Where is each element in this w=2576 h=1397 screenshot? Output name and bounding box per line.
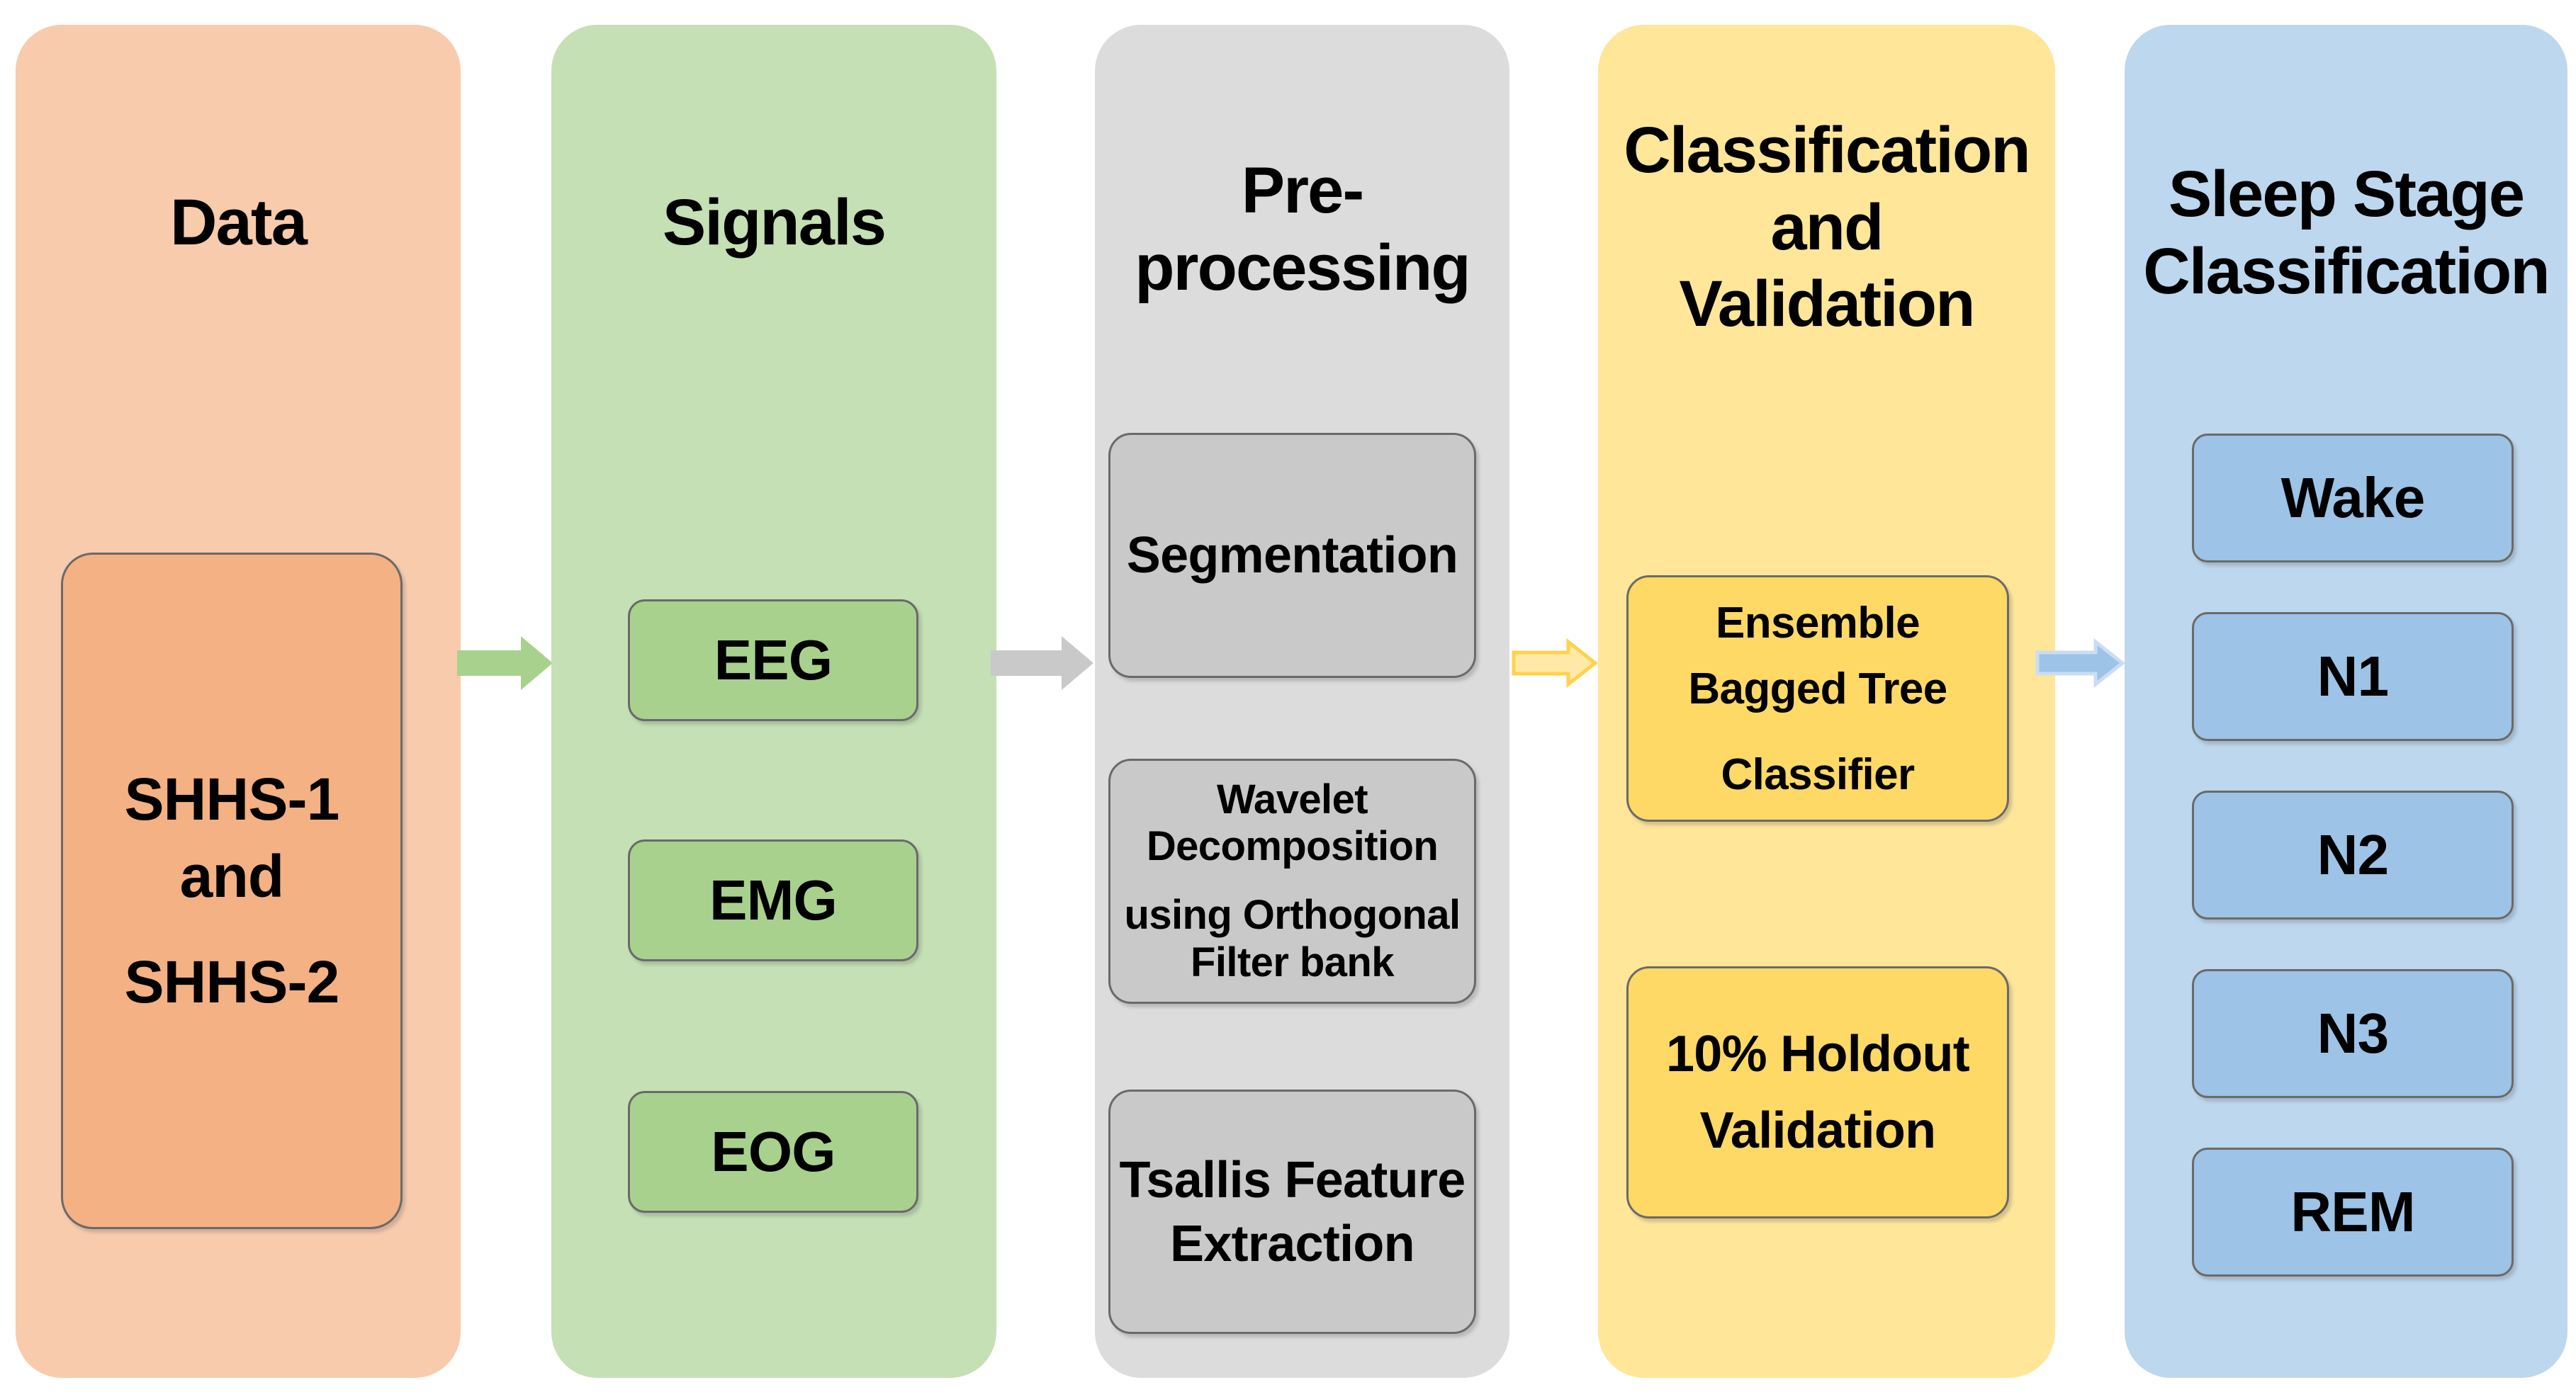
box-n2: N2 xyxy=(2192,791,2514,920)
stage-panel-signals: Signals EEG EMG EOG xyxy=(551,25,996,1378)
shhs-text-line2: SHHS-2 xyxy=(124,949,339,1016)
stage-title-sleep-stages: Sleep Stage Classification xyxy=(2143,158,2550,307)
box-eeg: EEG xyxy=(628,599,918,721)
stage-title-data: Data xyxy=(169,186,308,259)
stage-title-preprocessing: Pre- processing xyxy=(1135,154,1470,304)
n2-label: N2 xyxy=(2317,823,2389,886)
box-holdout-validation: 10% Holdout Validation xyxy=(1626,966,2009,1218)
stage-title-signals: Signals xyxy=(662,186,887,259)
ensemble-label-line1: Ensemble Bagged Tree xyxy=(1688,598,1947,713)
box-rem: REM xyxy=(2192,1148,2514,1277)
shhs-text-line1: SHHS-1 and xyxy=(124,765,339,910)
box-eog: EOG xyxy=(628,1091,918,1213)
stage-panel-sleep-stages: Sleep Stage Classification Wake N1 N2 N3… xyxy=(2125,25,2567,1378)
rem-label: REM xyxy=(2290,1180,2415,1243)
wavelet-label-line1: Wavelet Decomposition xyxy=(1146,776,1439,870)
tsallis-label: Tsallis Feature Extraction xyxy=(1119,1151,1466,1272)
box-wavelet-decomposition: Wavelet Decomposition using Orthogonal F… xyxy=(1108,759,1476,1004)
box-n1: N1 xyxy=(2192,612,2514,741)
box-n3: N3 xyxy=(2192,969,2514,1098)
eog-label: EOG xyxy=(711,1120,836,1183)
eeg-label: EEG xyxy=(714,628,833,691)
arrow-data-to-signals xyxy=(457,636,553,690)
box-ensemble-bagged-tree: Ensemble Bagged Tree Classifier xyxy=(1626,575,2009,822)
box-shhs-datasets: SHHS-1 and SHHS-2 xyxy=(61,553,403,1229)
holdout-label: 10% Holdout Validation xyxy=(1665,1026,1970,1159)
arrow-signals-to-preprocessing xyxy=(991,636,1093,690)
arrow-preprocessing-to-classification xyxy=(1512,638,1599,689)
segmentation-label: Segmentation xyxy=(1126,527,1458,584)
wavelet-label-line2: using Orthogonal Filter bank xyxy=(1124,892,1461,985)
stage-panel-preprocessing: Pre- processing Segmentation Wavelet Dec… xyxy=(1095,25,1509,1378)
ensemble-label-line2: Classifier xyxy=(1721,750,1916,799)
emg-label: EMG xyxy=(709,869,838,932)
box-emg: EMG xyxy=(628,839,918,961)
box-segmentation: Segmentation xyxy=(1108,433,1476,678)
box-wake: Wake xyxy=(2192,434,2514,562)
n1-label: N1 xyxy=(2317,645,2389,708)
n3-label: N3 xyxy=(2317,1002,2389,1065)
arrow-classification-to-output xyxy=(2035,638,2126,689)
stage-title-classification: Classification and Validation xyxy=(1624,114,2030,341)
stage-panel-data: Data SHHS-1 and SHHS-2 xyxy=(16,25,461,1378)
box-tsallis-feature-extraction: Tsallis Feature Extraction xyxy=(1108,1090,1476,1334)
stage-panel-classification: Classification and Validation Ensemble B… xyxy=(1598,25,2055,1378)
wake-label: Wake xyxy=(2280,466,2426,529)
